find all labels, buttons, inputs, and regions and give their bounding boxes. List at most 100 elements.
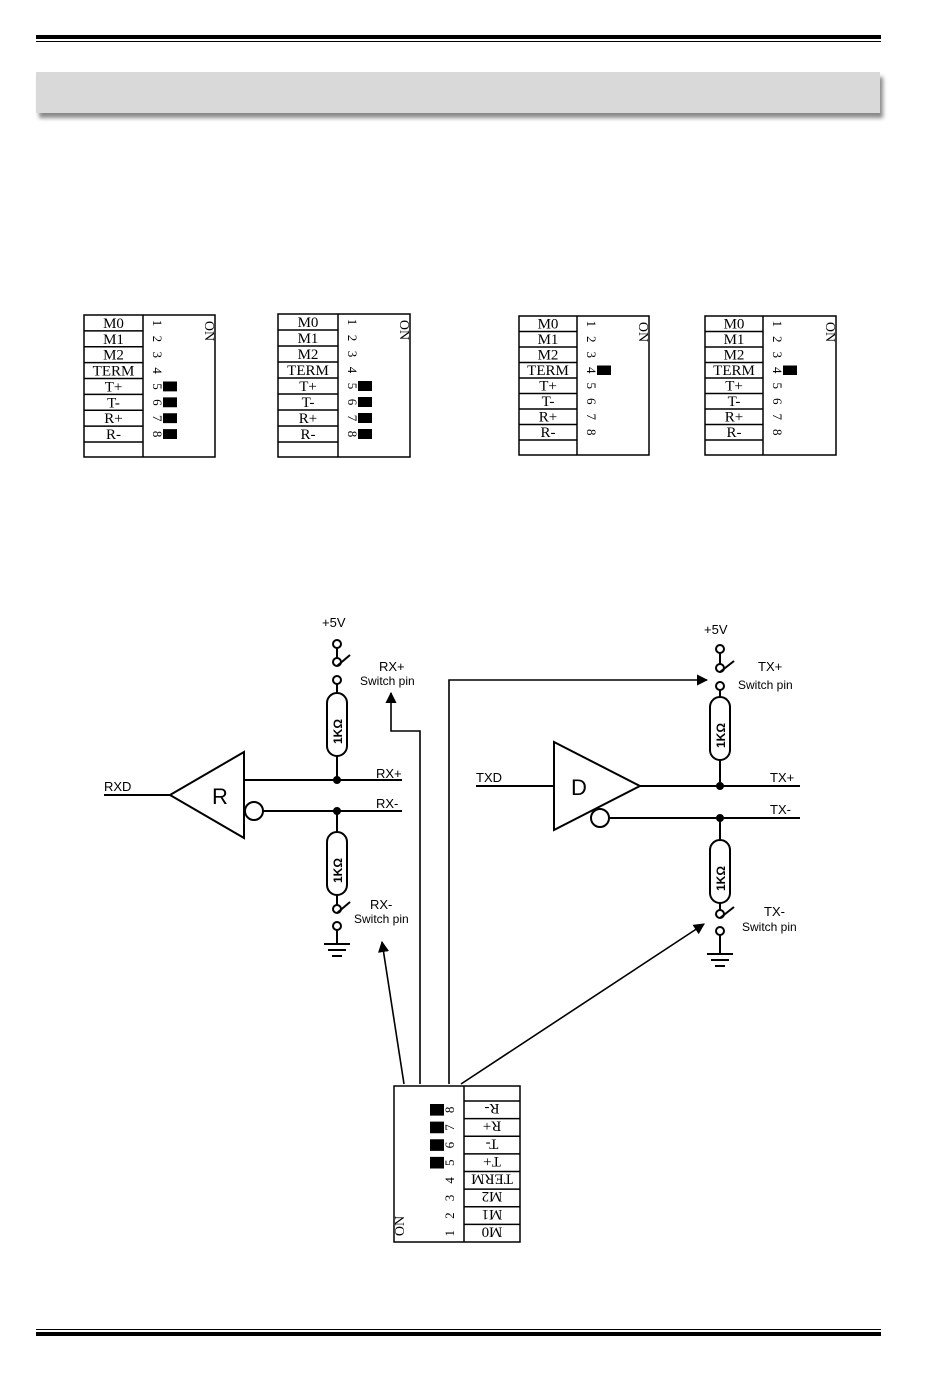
rx-plus-switch-label-1: RX+ [379, 659, 405, 674]
receiver-circuit [104, 639, 402, 957]
dip-pin-number: 6 [770, 398, 785, 405]
dip-switch-on-marker [358, 413, 372, 423]
dip-pin-label: R- [301, 427, 316, 443]
dip-pin-label: M1 [724, 332, 745, 348]
switch-pin-arrows [378, 674, 709, 1085]
arrow-rx-minus [378, 940, 405, 1085]
dip-switch-on-marker [163, 397, 177, 408]
dip-on-label: ON [635, 322, 650, 342]
receiver-letter: R [212, 784, 228, 809]
tx-supply-terminal [715, 644, 725, 654]
tx-bottom-resistor-label: 1KΩ [714, 866, 728, 891]
driver-symbol [553, 740, 643, 832]
dip-pin-number: 3 [584, 352, 599, 359]
rx-plus-label: RX+ [376, 766, 402, 781]
dip-pin-number: 5 [442, 1159, 457, 1166]
dip-pin-number: 1 [150, 320, 165, 327]
dip-pin-label: T- [302, 395, 315, 411]
top-rule [36, 35, 881, 39]
dip-pin-number: 4 [442, 1177, 457, 1184]
tx-top-resistor-label: 1KΩ [714, 723, 728, 748]
rx-plus-switch-label-2: Switch pin [360, 674, 415, 688]
tx-bottom-switch-blade [719, 906, 735, 919]
dip-pin-number: 8 [442, 1107, 457, 1114]
dip-pin-number: 1 [584, 321, 599, 328]
dip-switch-on-marker [163, 381, 177, 392]
dip-pin-label: R- [484, 1100, 499, 1116]
dip-pin-label: M2 [298, 347, 319, 363]
dip-pin-number: 3 [442, 1195, 457, 1202]
dip-switch-frame [83, 314, 216, 458]
dip-switch-frame [518, 315, 650, 456]
dip-pin-number: 8 [345, 431, 360, 438]
dip-pin-number: 2 [770, 336, 785, 343]
dip-pin-number: 4 [584, 367, 599, 374]
dip-pin-number: 7 [150, 415, 165, 422]
dip-pin-label: R- [106, 427, 121, 443]
dip-pin-number: 8 [584, 429, 599, 436]
dip-pin-label: M1 [482, 1206, 503, 1222]
section-header-bar [36, 72, 880, 113]
dip-switch-on-marker [430, 1104, 444, 1116]
dip-pin-number: 2 [442, 1212, 457, 1219]
tx-top-switch-blade [719, 660, 735, 673]
dip-pin-label: R- [541, 425, 556, 441]
dip-pin-label: TERM [287, 363, 329, 379]
dip-pin-number: 6 [442, 1141, 457, 1148]
dip-pin-label: T- [107, 395, 120, 411]
rxd-label: RXD [104, 779, 131, 794]
dip-pin-number: 6 [345, 399, 360, 406]
dip-pin-number: 4 [150, 367, 165, 374]
rx-minus-switch-label-2: Switch pin [354, 912, 409, 926]
tx-plus-label: TX+ [770, 770, 794, 785]
dip-pin-number: 1 [442, 1230, 457, 1237]
dip-pin-label: M0 [724, 317, 745, 333]
dip-switch-on-marker [783, 365, 797, 375]
rx-supply-terminal [332, 639, 342, 649]
rx-inverting-bubble [244, 801, 264, 821]
txd-label: TXD [476, 770, 502, 785]
dip-pin-number: 6 [150, 399, 165, 406]
receiver-symbol [168, 750, 245, 840]
dip-pin-label: R+ [299, 411, 317, 427]
dip-pin-label: R+ [539, 410, 557, 426]
dip-pin-number: 2 [345, 335, 360, 342]
dip-pin-label: M2 [724, 348, 745, 364]
dip-switch-on-marker [163, 413, 177, 424]
tx-plus-switch-label-1: TX+ [758, 659, 782, 674]
dip-switch-on-marker [358, 429, 372, 439]
dip-pin-label: M0 [103, 316, 124, 332]
dip-pin-label: R+ [483, 1118, 501, 1134]
tx-minus-label: TX- [770, 802, 791, 817]
dip-pin-label: T- [486, 1135, 499, 1151]
arrow-rx-plus [385, 691, 421, 1084]
dip-on-label: ON [822, 322, 837, 342]
top-rule-thin [36, 41, 881, 42]
dip-pin-number: 2 [584, 336, 599, 343]
dip-switch-frame [277, 313, 411, 458]
dip-pin-label: R+ [725, 410, 743, 426]
dip-pin-number: 4 [770, 367, 785, 374]
dip-pin-label: T+ [539, 379, 557, 395]
rx-top-resistor-label: 1KΩ [331, 719, 345, 744]
tx-inverting-bubble [590, 808, 610, 828]
dip-pin-label: M1 [298, 331, 319, 347]
dip-pin-number: 2 [150, 336, 165, 343]
tx-plus-switch-label-2: Switch pin [738, 678, 793, 692]
dip-switch-on-marker [430, 1139, 444, 1151]
dip-pin-number: 3 [770, 352, 785, 359]
dip-pin-number: 5 [150, 383, 165, 390]
dip-pin-label: R- [727, 425, 742, 441]
dip-pin-number: 5 [770, 383, 785, 390]
rx-supply-label: +5V [322, 615, 346, 630]
dip-on-label: ON [393, 1216, 408, 1236]
dip-pin-number: 4 [345, 367, 360, 374]
dip-pin-number: 1 [770, 321, 785, 328]
dip-pin-number: 5 [584, 383, 599, 390]
dip-pin-label: T+ [299, 379, 317, 395]
dip-switch-on-marker [430, 1156, 444, 1169]
dip-on-label: ON [201, 321, 216, 341]
